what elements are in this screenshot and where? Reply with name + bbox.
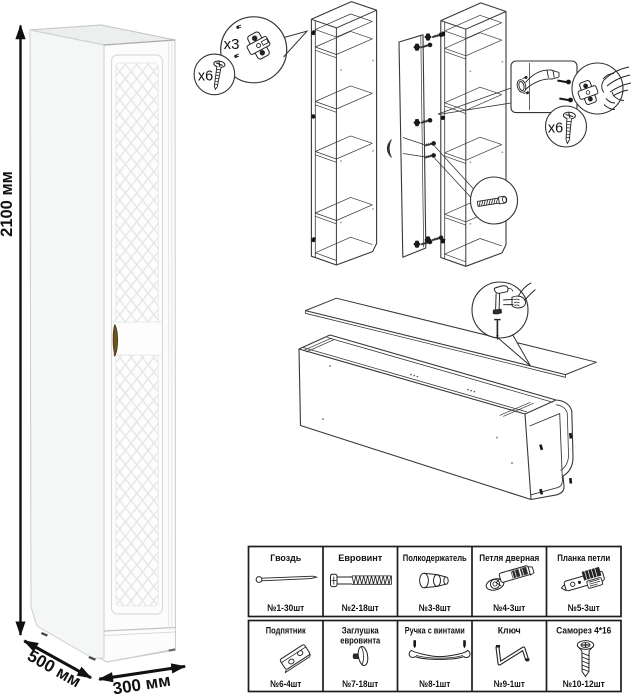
svg-text:№9-1шт: №9-1шт — [494, 679, 525, 690]
svg-text:Гвоздь: Гвоздь — [270, 553, 301, 564]
svg-text:№10-12шт: №10-12шт — [563, 679, 605, 690]
svg-text:Петля дверная: Петля дверная — [479, 553, 539, 564]
svg-text:№5-3шт: №5-3шт — [568, 603, 600, 614]
svg-text:Полкодержатель: Полкодержатель — [403, 553, 467, 564]
svg-text:№7-18шт: №7-18шт — [342, 679, 378, 690]
svg-text:Евровинт: Евровинт — [338, 553, 382, 564]
svg-text:№4-3шт: №4-3шт — [493, 603, 525, 614]
svg-text:№6-4шт: №6-4шт — [270, 679, 301, 690]
svg-text:2100 мм: 2100 мм — [0, 171, 16, 237]
svg-text:x3: x3 — [224, 36, 240, 53]
svg-text:Подпятник: Подпятник — [266, 626, 306, 637]
svg-text:Ручка с винтами: Ручка с винтами — [405, 626, 465, 637]
svg-text:евровинта: евровинта — [340, 636, 381, 647]
svg-text:Планка петли: Планка петли — [557, 553, 610, 564]
svg-text:x6: x6 — [548, 121, 563, 137]
svg-text:№1-30шт: №1-30шт — [267, 603, 304, 614]
svg-text:Заглушка: Заглушка — [342, 626, 380, 637]
svg-text:Ключ: Ключ — [498, 626, 521, 637]
svg-text:№3-8шт: №3-8шт — [419, 603, 451, 614]
svg-text:x6: x6 — [198, 69, 213, 85]
svg-text:Саморез 4*16: Саморез 4*16 — [556, 626, 611, 637]
svg-text:№2-18шт: №2-18шт — [342, 603, 379, 614]
svg-text:500 мм: 500 мм — [24, 646, 84, 691]
svg-text:№8-1шт: №8-1шт — [419, 679, 450, 690]
